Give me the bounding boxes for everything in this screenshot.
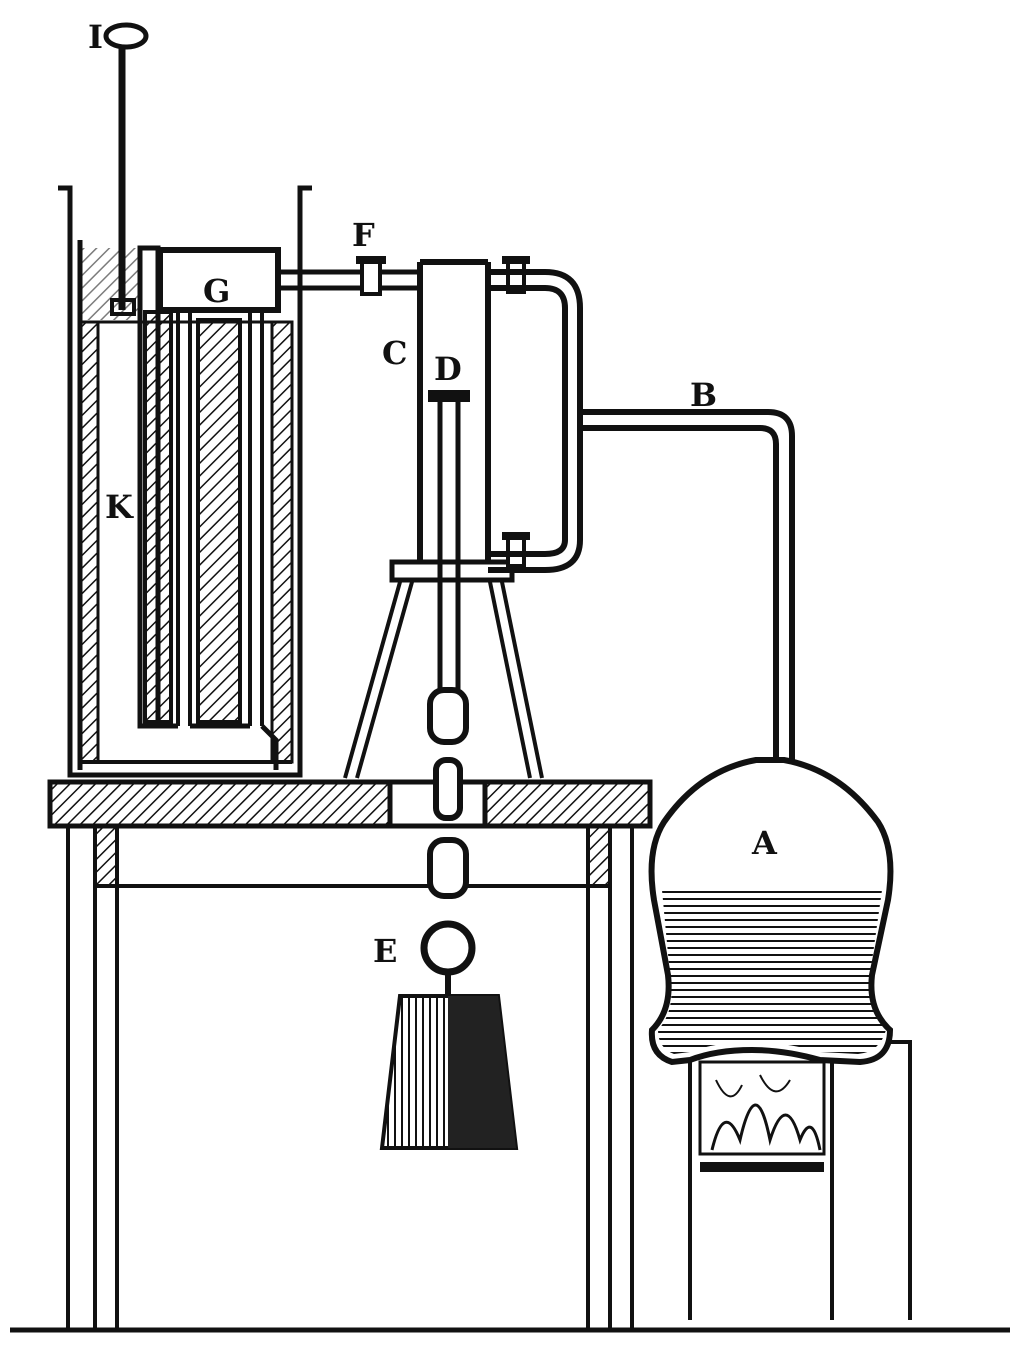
table-frame (66, 824, 634, 1330)
steam-pipe-b (488, 269, 795, 760)
boiler-a (648, 757, 894, 1066)
label-f: F (352, 216, 375, 254)
steam-valve-bottom (502, 532, 530, 568)
label-k: K (105, 488, 134, 526)
furnace (688, 1040, 912, 1320)
label-b: B (690, 376, 717, 414)
label-c: C (382, 334, 407, 372)
label-a: A (751, 824, 778, 862)
condenser-tank (58, 185, 312, 778)
label-e: E (373, 932, 397, 970)
label-d: D (434, 350, 462, 388)
condenser-g (137, 245, 281, 770)
chain (420, 687, 476, 998)
label-i: I (88, 18, 103, 56)
label-g: G (203, 272, 230, 310)
cylinder-supports (343, 581, 544, 779)
valve-f (356, 256, 386, 296)
pipe-g-to-cylinder (278, 269, 420, 291)
weight-e (379, 994, 519, 1150)
cylinder-c (389, 259, 515, 700)
table-top (47, 779, 653, 829)
air-pump-rod (103, 22, 149, 316)
